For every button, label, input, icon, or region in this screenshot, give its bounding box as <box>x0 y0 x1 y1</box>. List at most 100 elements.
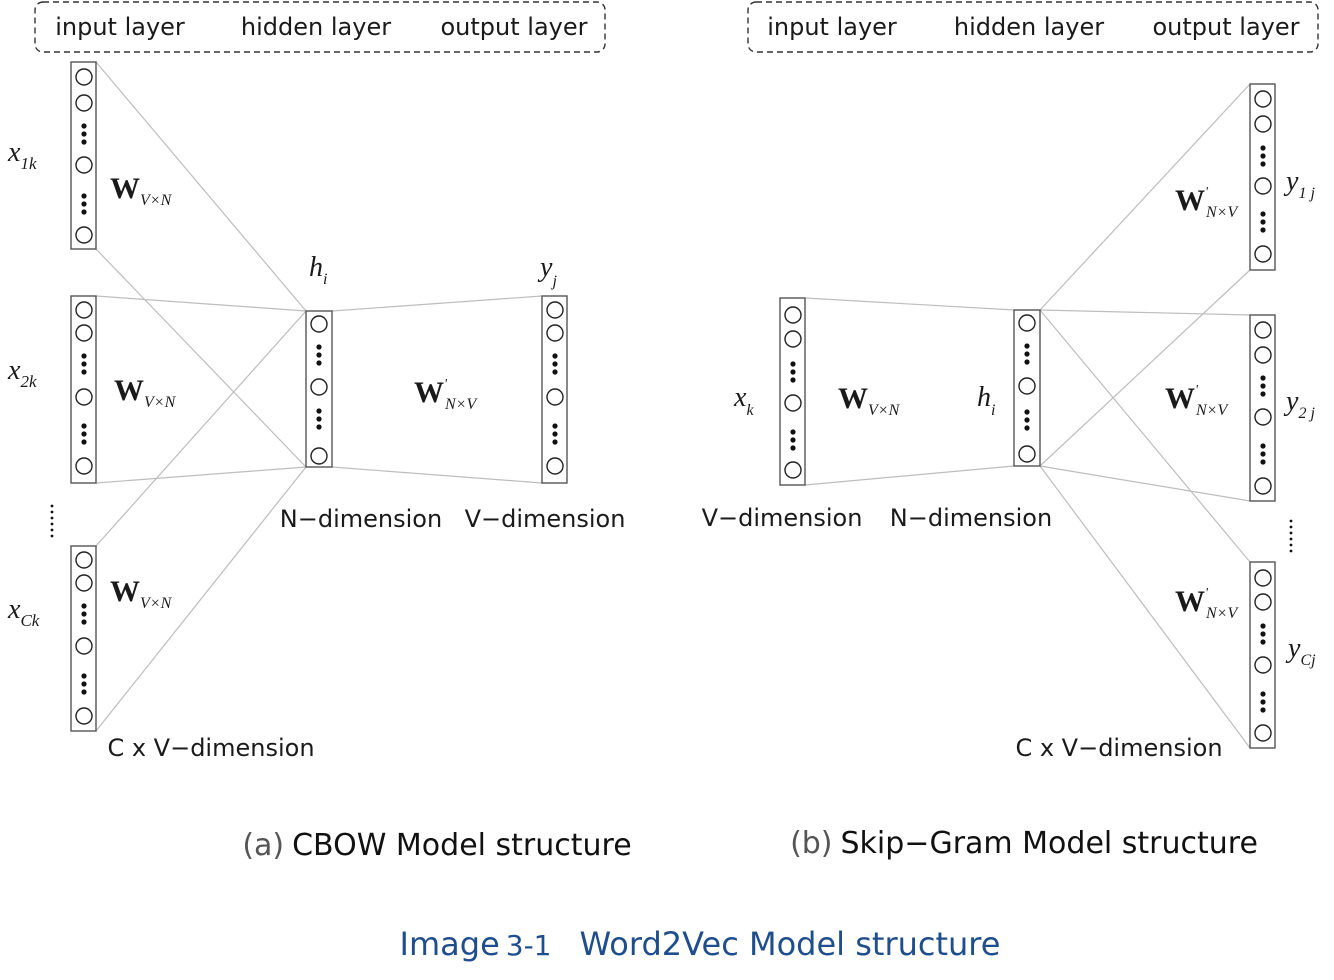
connection-line <box>1039 269 1251 467</box>
skipgram-input-column <box>779 297 806 486</box>
connection-line <box>1039 309 1251 563</box>
neuron <box>546 324 564 342</box>
cbow-weight-2: WV×N <box>114 374 177 411</box>
connection-line <box>331 295 543 312</box>
neuron <box>310 315 328 333</box>
neuron <box>75 551 93 569</box>
neuron <box>75 301 93 319</box>
skipgram-output-column-2 <box>1249 314 1276 502</box>
skipgram-weight-1: W'N×V <box>1175 184 1239 221</box>
skipgram-output-column-1 <box>1249 83 1276 271</box>
cbow-input-column-2 <box>70 295 97 484</box>
connection-line <box>95 466 307 732</box>
neuron <box>1254 346 1272 364</box>
neuron <box>784 461 802 479</box>
cbow-input-var-1: x1k <box>7 137 37 173</box>
skipgram-output-var-2: y2 j <box>1283 386 1315 422</box>
connection-line <box>95 295 307 312</box>
cbow-output-dim-label: V−dimension <box>465 505 626 533</box>
skipgram-weight-2: W'N×V <box>1165 382 1229 419</box>
neuron <box>546 301 564 319</box>
cbow-input-dim-label: C x V−dimension <box>107 734 314 762</box>
neuron <box>75 94 93 112</box>
skipgram-hidden-layer-label: hidden layer <box>954 13 1104 41</box>
neuron <box>75 637 93 655</box>
skipgram-connections <box>804 83 1251 749</box>
connection-line <box>95 310 307 547</box>
cbow-output-column <box>541 295 568 484</box>
skipgram-layer-header: input layer hidden layer output layer <box>747 1 1319 53</box>
skipgram-model: input layer hidden layer output layer <box>702 1 1319 861</box>
skipgram-hidden-column <box>1013 309 1041 467</box>
connection-line <box>95 248 307 468</box>
cbow-output-var: yj <box>537 252 557 290</box>
neuron <box>75 68 93 86</box>
connection-line <box>804 465 1015 486</box>
skipgram-output-dim-label: C x V−dimension <box>1015 734 1222 762</box>
connection-line <box>331 466 543 484</box>
neuron <box>1254 90 1272 108</box>
neuron <box>310 378 328 396</box>
cbow-header-box <box>34 1 606 53</box>
neuron <box>75 324 93 342</box>
neuron <box>784 330 802 348</box>
connection-line <box>1039 465 1251 749</box>
skipgram-output-var-c: yCj <box>1285 633 1316 669</box>
cbow-weight-1: WV×N <box>110 172 173 209</box>
cbow-input-layer-label: input layer <box>55 13 185 41</box>
cbow-weight-c: WV×N <box>110 575 173 612</box>
skipgram-input-dim-label: V−dimension <box>702 504 863 532</box>
skipgram-input-var: xk <box>733 382 754 419</box>
connection-line <box>95 466 307 484</box>
neuron <box>75 574 93 592</box>
neuron <box>1254 408 1272 426</box>
neuron <box>1254 593 1272 611</box>
cbow-caption: (a)CBOW Model structure <box>242 828 631 863</box>
neuron <box>1254 656 1272 674</box>
connection-line <box>1039 309 1251 316</box>
cbow-output-weight: W'N×V <box>414 376 478 413</box>
cbow-hidden-dim-label: N−dimension <box>280 505 442 533</box>
cbow-ellipsis-dots <box>50 504 54 538</box>
cbow-input-var-c: xCk <box>7 594 40 630</box>
neuron <box>1254 115 1272 133</box>
cbow-input-column-c <box>70 545 97 732</box>
skipgram-output-column-c <box>1249 561 1276 749</box>
neuron <box>1018 445 1036 463</box>
neuron <box>1018 377 1036 395</box>
skipgram-caption: (b)Skip−Gram Model structure <box>790 826 1258 861</box>
neuron <box>1018 314 1036 332</box>
connection-line <box>95 61 307 312</box>
cbow-model: input layer hidden layer output layer <box>7 1 632 863</box>
skipgram-input-layer-label: input layer <box>767 13 897 41</box>
neuron <box>1254 569 1272 587</box>
skipgram-hidden-var: hi <box>977 382 995 419</box>
skipgram-header-box <box>747 1 1319 53</box>
neuron <box>75 156 93 174</box>
neuron <box>75 457 93 475</box>
cbow-output-layer-label: output layer <box>441 13 588 41</box>
neuron <box>1254 245 1272 263</box>
neuron <box>75 226 93 244</box>
neuron <box>784 394 802 412</box>
neuron <box>546 388 564 406</box>
cbow-hidden-layer-label: hidden layer <box>241 13 391 41</box>
neuron <box>310 447 328 465</box>
skipgram-ellipsis-dots <box>1289 519 1293 553</box>
cbow-layer-header: input layer hidden layer output layer <box>34 1 606 53</box>
neuron <box>1254 321 1272 339</box>
neuron <box>1254 724 1272 742</box>
skipgram-output-layer-label: output layer <box>1153 13 1300 41</box>
neuron <box>75 388 93 406</box>
cbow-hidden-column <box>305 310 333 468</box>
connection-line <box>1039 465 1251 502</box>
cbow-input-var-2: x2k <box>7 355 37 391</box>
cbow-input-column-1 <box>70 61 97 250</box>
neuron <box>75 707 93 725</box>
skipgram-hidden-dim-label: N−dimension <box>890 504 1052 532</box>
connection-line <box>804 297 1015 311</box>
skipgram-output-var-1: y1 j <box>1283 166 1315 202</box>
cbow-connections <box>95 61 543 732</box>
